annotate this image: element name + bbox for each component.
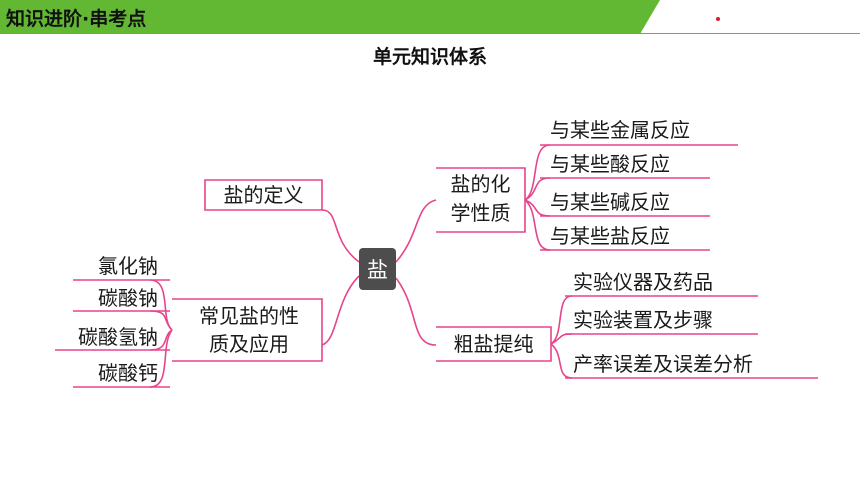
salt-item-2: 碳酸钠	[98, 286, 158, 310]
purification-item-1: 实验仪器及药品	[573, 270, 713, 294]
connector-common-salts	[321, 275, 360, 346]
section-banner: 知识进阶·串考点	[0, 0, 860, 34]
connector-leaf-10	[550, 333, 573, 345]
common-salts-line2: 质及应用	[209, 332, 289, 356]
chem-prop-item-2: 与某些酸反应	[550, 152, 670, 176]
connector-leaf-9	[550, 295, 573, 345]
connector-purification	[395, 277, 437, 346]
connector-leaf-8	[524, 199, 551, 251]
definition-box	[204, 179, 323, 211]
chem-props-line2: 学性质	[450, 201, 511, 225]
common-salts-line1: 常见盐的性	[199, 304, 299, 328]
connector-definition	[321, 209, 360, 263]
chem-prop-item-1: 与某些金属反应	[550, 118, 690, 142]
salt-item-4: 碳酸钙	[98, 361, 158, 385]
chem-props-line1: 盐的化	[450, 172, 511, 196]
common-salts-box	[172, 298, 323, 362]
purification-node: 粗盐提纯	[453, 332, 534, 356]
salt-item-3: 碳酸氢钠	[78, 325, 158, 349]
purification-item-3: 产率误差及误差分析	[573, 352, 753, 376]
banner-shape	[0, 0, 860, 34]
chem-prop-item-3: 与某些碱反应	[550, 190, 670, 214]
connector-leaf-5	[524, 144, 551, 201]
connector-leaf-7	[524, 199, 551, 217]
banner-title: 知识进阶·串考点	[6, 8, 147, 30]
definition-node: 盐的定义	[223, 183, 304, 207]
purification-item-2: 实验装置及步骤	[573, 308, 713, 332]
page-title: 单元知识体系	[372, 46, 487, 68]
connector-chem-props	[395, 199, 437, 263]
decorative-dot	[716, 17, 720, 21]
connector-leaf-4	[149, 329, 173, 388]
connector-leaf-6	[524, 177, 551, 201]
center-node: 盐	[359, 248, 396, 290]
chem-prop-item-4: 与某些盐反应	[550, 224, 670, 248]
connector-leaf-11	[550, 343, 573, 379]
salt-item-1: 氯化钠	[98, 254, 158, 278]
